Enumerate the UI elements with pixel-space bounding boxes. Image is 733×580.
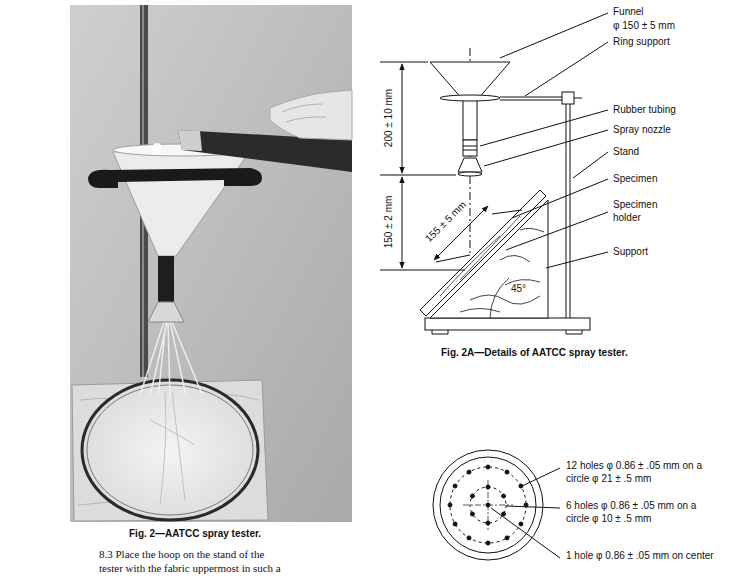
part-name: Stand — [612, 146, 640, 159]
drawing-stroke — [463, 480, 513, 530]
nozzle-hole — [470, 494, 474, 498]
drawing-stroke — [490, 278, 509, 318]
part-name: Specimen holder — [612, 199, 676, 224]
part-name: Spray nozzle — [612, 124, 672, 137]
drawing-stroke — [512, 179, 608, 218]
drawing-stroke — [270, 90, 352, 140]
drawing-stroke — [506, 506, 560, 508]
drawing-stroke — [458, 172, 482, 176]
drawing-stroke — [440, 95, 500, 101]
drawing-stroke — [432, 330, 582, 334]
drawing-stroke — [506, 212, 608, 250]
drawing-stroke — [491, 508, 560, 558]
nozzle-hole — [505, 470, 509, 474]
drawing-stroke — [470, 485, 505, 525]
part-name: Funnel — [612, 6, 645, 19]
nozzle-hole — [448, 503, 452, 507]
drawing-stroke — [158, 256, 174, 302]
drawing-stroke — [463, 140, 477, 156]
nozzle-hole — [519, 522, 523, 526]
drawing-stroke — [88, 168, 262, 188]
nozzle-hole — [486, 541, 490, 545]
drawing-stroke — [573, 152, 608, 178]
drawing-stroke — [140, 322, 202, 398]
nozzle-hole — [486, 465, 490, 469]
drawing-stroke — [152, 143, 162, 153]
drawing-stroke — [562, 92, 574, 104]
drawing-stroke — [282, 104, 326, 122]
figure-caption: Fig. 2A—Details of AATCC spray tester. — [440, 347, 629, 360]
figure-caption: Fig. 2—AATCC spray tester. — [128, 528, 262, 541]
part-name: Support — [612, 246, 649, 259]
drawing-stroke — [484, 130, 608, 166]
dimension: 200 ± 10 mm — [383, 88, 396, 148]
tester-drawing — [380, 13, 608, 334]
photo-illustration — [70, 5, 352, 522]
drawing-stroke — [500, 97, 566, 100]
drawing-stroke — [430, 62, 510, 140]
drawing-stroke — [82, 380, 258, 520]
drawing-stroke — [150, 392, 195, 505]
nozzle-hole — [470, 512, 474, 516]
angle-label: 45° — [510, 283, 527, 296]
drawing-stroke — [178, 130, 202, 151]
nozzle-hole — [453, 484, 457, 488]
drawing-stroke — [458, 158, 482, 172]
drawing-stroke — [546, 252, 608, 268]
drawing-stroke — [420, 190, 546, 316]
drawing-stroke — [480, 110, 608, 146]
hole-spec: 6 holes φ 0.86 ± .05 mm on a circle φ 10… — [565, 500, 717, 525]
drawing-stroke — [463, 146, 477, 150]
dimension: φ 150 ± 5 mm — [612, 20, 676, 33]
drawing-stroke — [574, 98, 582, 99]
drawing-stroke — [500, 13, 608, 58]
part-name: Ring support — [612, 36, 671, 49]
drawing-stroke — [566, 104, 570, 318]
drawing-stroke — [70, 5, 352, 522]
dimension: 155 ± 5 mm — [422, 198, 470, 246]
hole-spec: 1 hole φ 0.86 ± .05 mm on center — [565, 550, 717, 563]
drawing-stroke — [433, 450, 543, 560]
nozzle-hole — [502, 512, 506, 516]
nozzle-hole — [453, 522, 457, 526]
body-text: 8.3 Place the hoop on the stand of the t… — [98, 548, 290, 576]
nozzle-hole — [505, 536, 509, 540]
drawing-stroke — [72, 380, 268, 521]
drawing-stroke — [525, 42, 608, 96]
nozzle-hole — [486, 485, 490, 489]
dimension: 150 ± 2 mm — [383, 195, 396, 250]
nozzle-hole — [502, 494, 506, 498]
drawing-stroke — [425, 318, 590, 330]
drawing-stroke — [402, 177, 403, 268]
part-name: Rubber tubing — [612, 104, 677, 117]
drawing-stroke — [113, 148, 252, 256]
nozzle-hole — [467, 470, 471, 474]
nozzle-hole — [486, 521, 490, 525]
drawing-stroke — [520, 468, 560, 487]
drawing-stroke — [87, 385, 253, 515]
drawing-stroke — [448, 465, 528, 545]
nozzle-hole — [467, 536, 471, 540]
part-name: Specimen — [612, 173, 658, 186]
drawing-stroke — [440, 216, 520, 296]
drawing-stroke — [380, 62, 465, 270]
drawing-stroke — [440, 457, 536, 553]
hole-spec: 12 holes φ 0.86 ± .05 mm on a circle φ 2… — [565, 460, 717, 485]
nozzle-detail — [433, 450, 560, 560]
drawing-stroke — [450, 467, 526, 543]
drawing-stroke — [486, 503, 490, 507]
drawing-stroke — [148, 302, 184, 322]
drawing-stroke — [402, 64, 403, 173]
